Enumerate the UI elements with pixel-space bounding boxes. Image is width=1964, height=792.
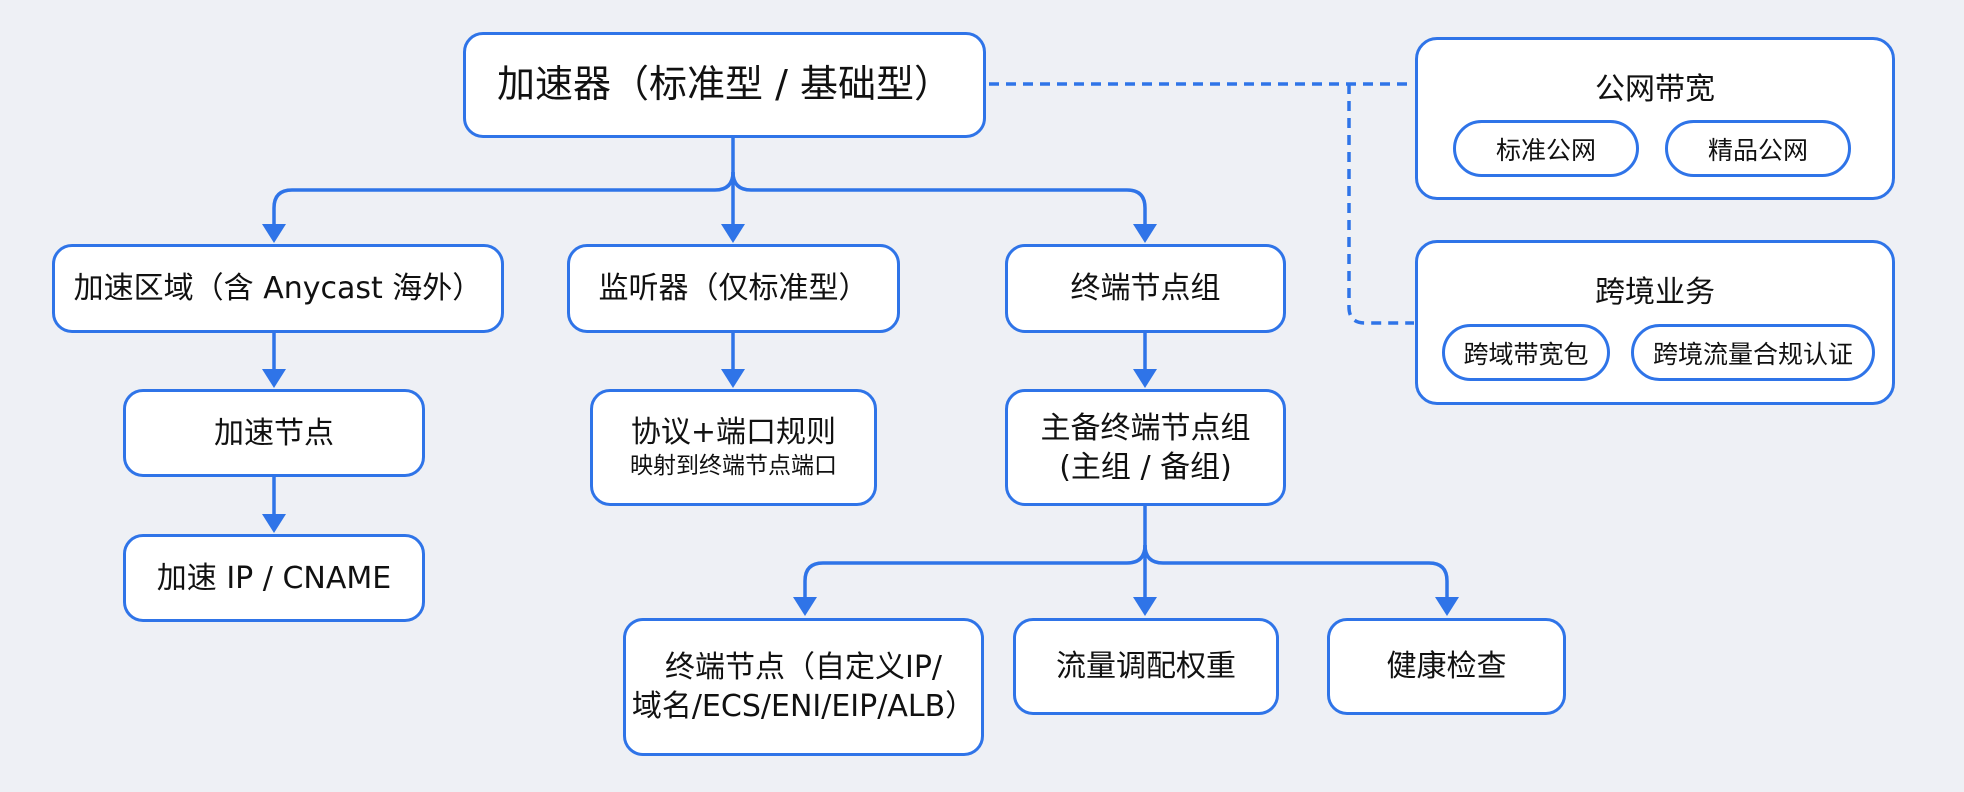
acceleration-node-label: 加速节点 xyxy=(214,415,334,451)
bandwidth-title: 公网带宽 xyxy=(1595,72,1715,107)
endpoint-group-label: 终端节点组 xyxy=(1070,271,1221,306)
endpoint-group-node: 终端节点组 xyxy=(1005,244,1286,333)
arrow-to-ip xyxy=(262,514,286,533)
endpoint-label-line2: 域名/ECS/ENI/EIP/ALB） xyxy=(631,689,976,724)
cross-region-bandwidth-pill: 跨域带宽包 xyxy=(1442,324,1610,381)
arrow-to-primary xyxy=(1133,369,1157,388)
health-check-node: 健康检查 xyxy=(1327,618,1566,715)
connector-to-endpoint xyxy=(803,544,1147,599)
cross-border-title: 跨境业务 xyxy=(1595,275,1715,310)
connector-to-health-check xyxy=(1143,544,1449,599)
cross-border-compliance-pill: 跨境流量合规认证 xyxy=(1631,324,1875,381)
primary-backup-group-node: 主备终端节点组 (主组 / 备组) xyxy=(1005,389,1286,506)
bandwidth-group: 公网带宽 标准公网 精品公网 xyxy=(1415,37,1895,200)
connector-to-region xyxy=(272,171,735,226)
port-rule-subtitle: 映射到终端节点端口 xyxy=(630,453,837,480)
traffic-weight-node: 流量调配权重 xyxy=(1013,618,1279,715)
standard-bandwidth-pill: 标准公网 xyxy=(1453,120,1639,177)
arrow-to-traffic-weight xyxy=(1133,597,1157,616)
arrow-to-node xyxy=(262,369,286,388)
cross-border-group: 跨境业务 跨域带宽包 跨境流量合规认证 xyxy=(1415,240,1895,405)
traffic-weight-label: 流量调配权重 xyxy=(1056,649,1236,684)
acceleration-ip-label: 加速 IP / CNAME xyxy=(156,560,392,596)
acceleration-region-label: 加速区域（含 Anycast 海外） xyxy=(73,271,483,306)
listener-node: 监听器（仅标准型） xyxy=(567,244,900,333)
connector-to-endpoint-group xyxy=(731,171,1147,226)
dashed-connector-cross-border xyxy=(1347,84,1414,325)
health-check-label: 健康检查 xyxy=(1386,649,1507,684)
port-rule-title: 协议+端口规则 xyxy=(630,415,837,451)
endpoint-node: 终端节点（自定义IP/ 域名/ECS/ENI/EIP/ALB） xyxy=(623,618,984,756)
primary-backup-group-title: 主备终端节点组 xyxy=(1040,410,1251,446)
arrow-to-region xyxy=(262,224,286,243)
endpoint-label-line1: 终端节点（自定义IP/ xyxy=(664,650,943,685)
accelerator-label: 加速器（标准型 / 基础型） xyxy=(497,62,952,107)
listener-label: 监听器（仅标准型） xyxy=(598,271,869,306)
arrow-to-health-check xyxy=(1435,597,1459,616)
arrow-to-endpoint-group xyxy=(1133,224,1157,243)
premium-bandwidth-pill: 精品公网 xyxy=(1665,120,1851,177)
arrow-to-rule xyxy=(721,369,745,388)
accelerator-node: 加速器（标准型 / 基础型） xyxy=(463,32,986,138)
acceleration-region-node: 加速区域（含 Anycast 海外） xyxy=(52,244,504,333)
acceleration-node-node: 加速节点 xyxy=(123,389,425,477)
acceleration-ip-node: 加速 IP / CNAME xyxy=(123,534,425,622)
arrow-to-endpoint xyxy=(793,597,817,616)
arrow-to-listener xyxy=(721,224,745,243)
primary-backup-group-subtitle: (主组 / 备组) xyxy=(1059,449,1232,485)
port-rule-node: 协议+端口规则 映射到终端节点端口 xyxy=(590,389,877,506)
